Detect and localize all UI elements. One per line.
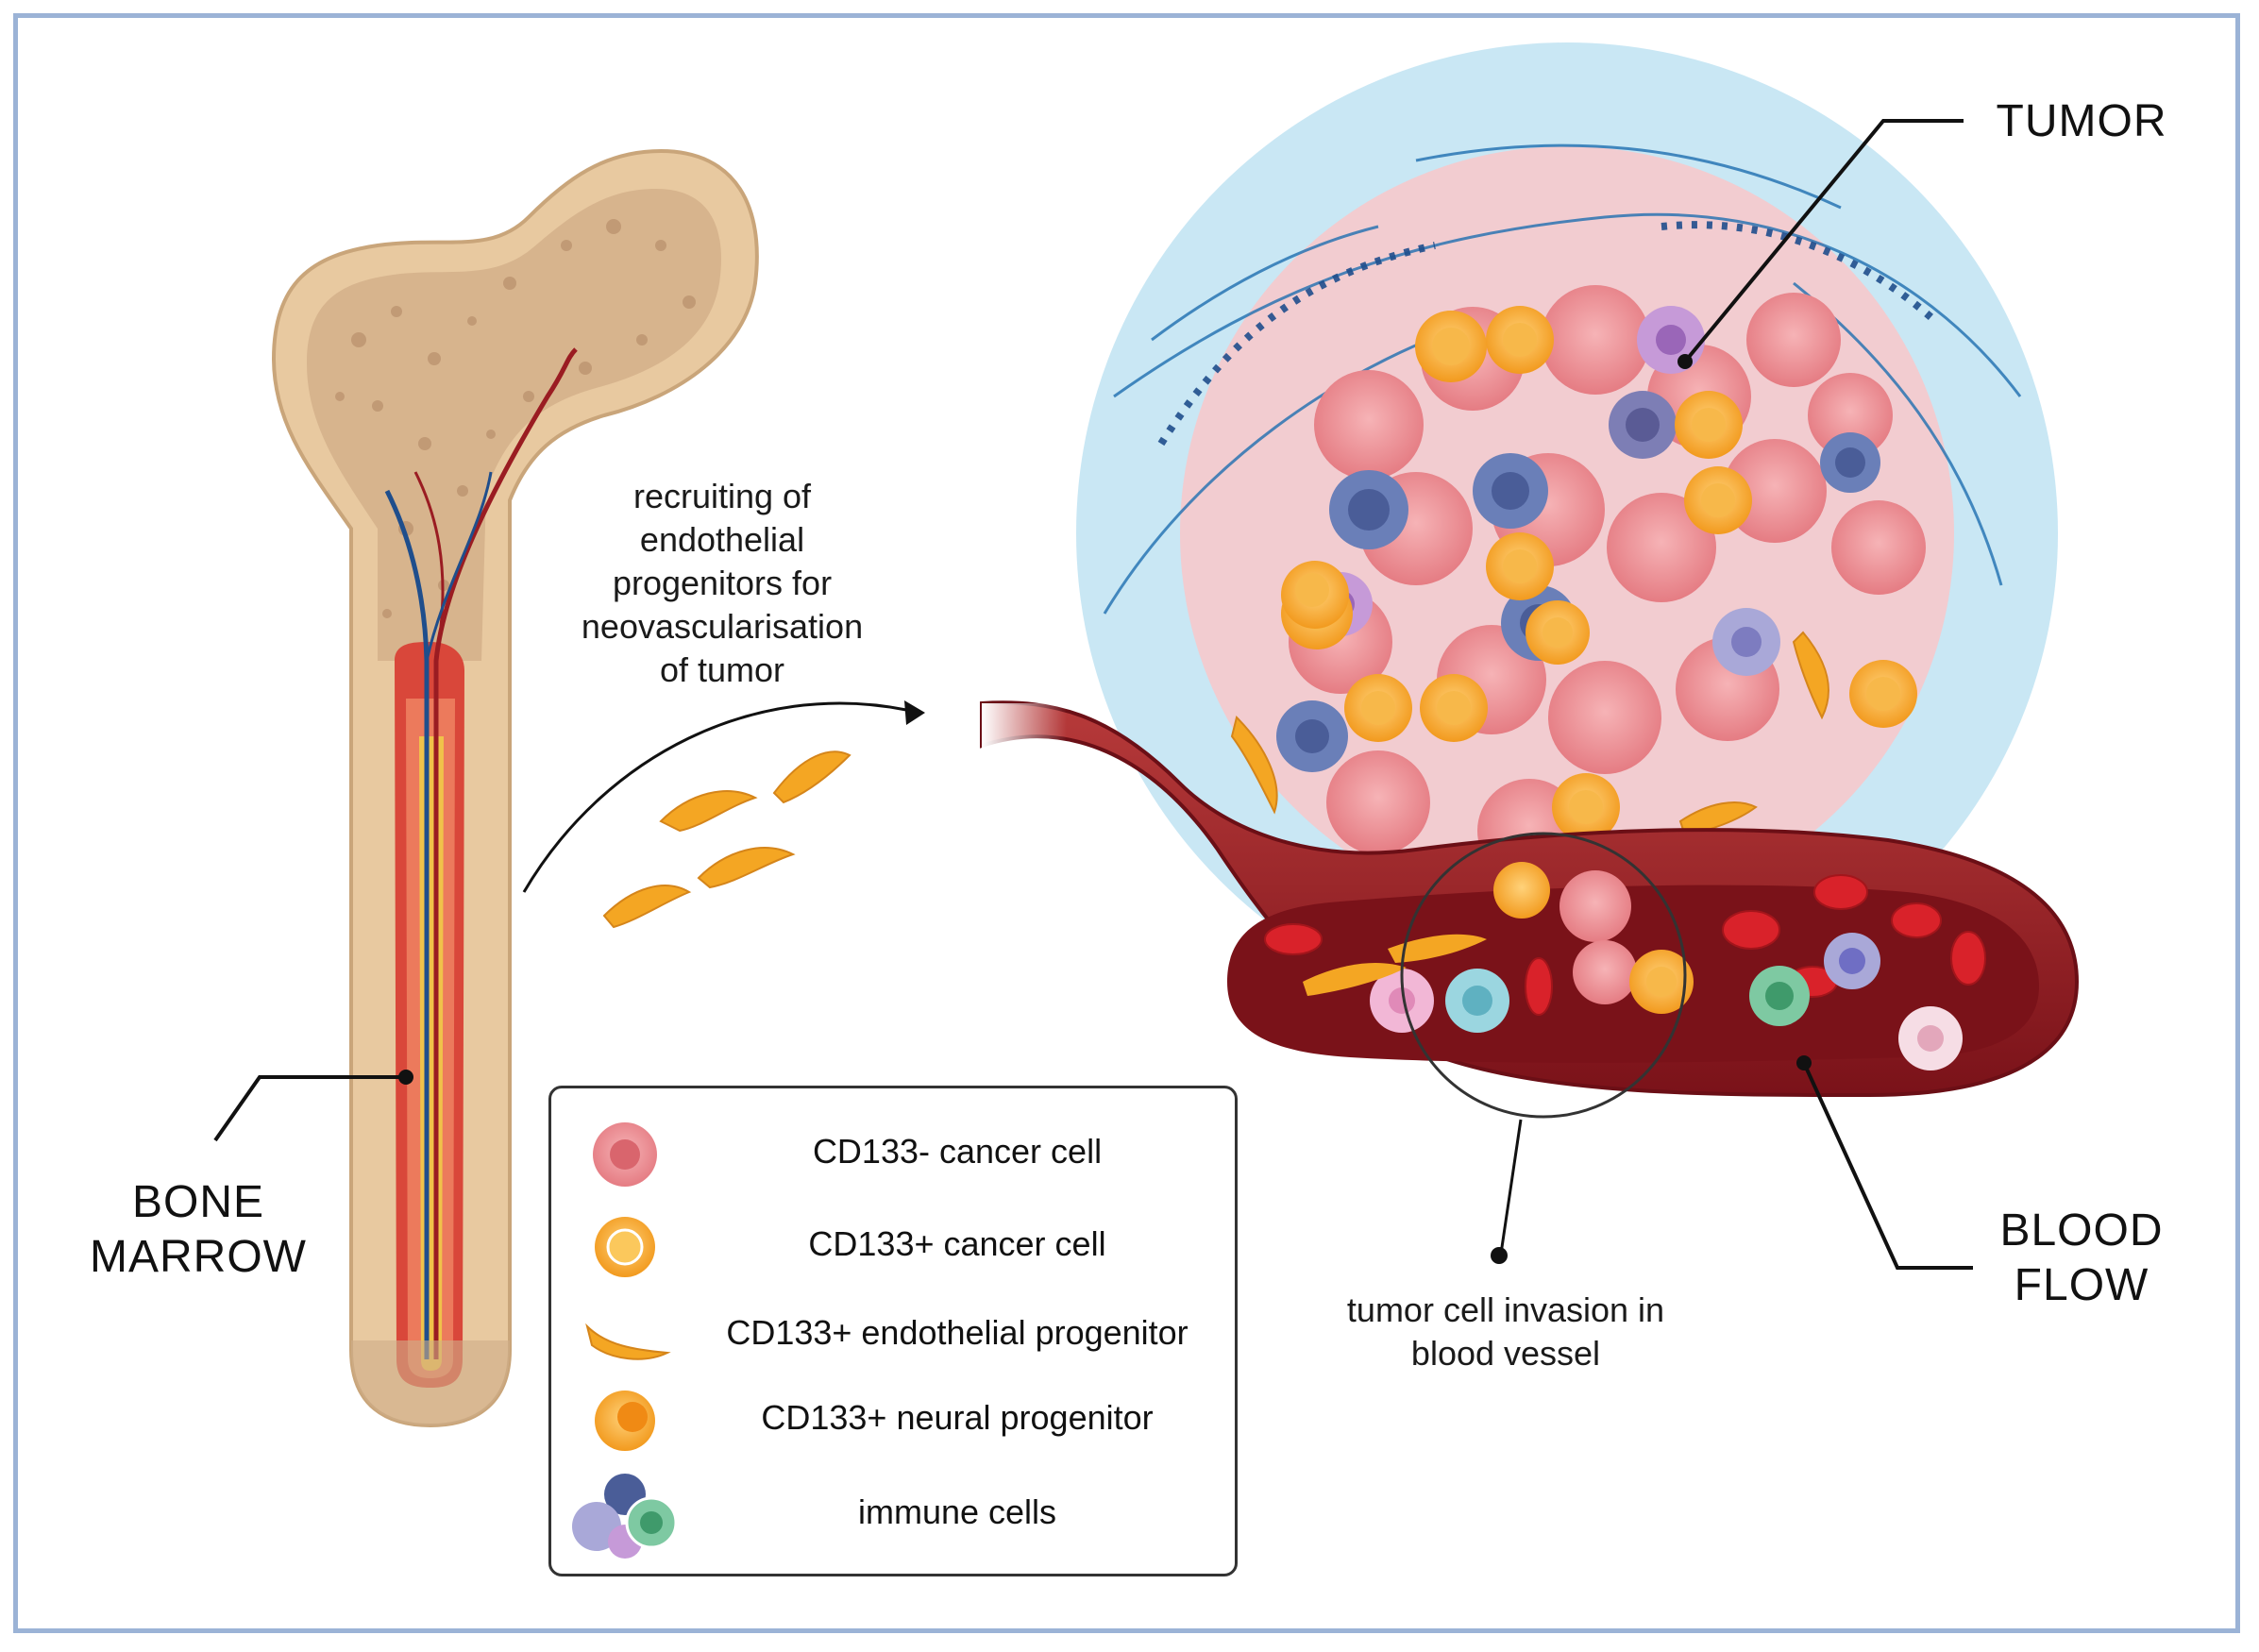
recruiting-arrow: [522, 700, 925, 893]
legend-label: CD133+ neural progenitor: [761, 1398, 1154, 1437]
legend-label: CD133+ endothelial progenitor: [726, 1313, 1189, 1352]
endothelial-progenitors-in-tumor: [1230, 631, 1829, 837]
recruiting-note-line-5: of tumor: [659, 650, 785, 689]
figure-frame: [13, 13, 2240, 1633]
invasion-highlight: [1400, 832, 1687, 1264]
legend-label: CD133+ cancer cell: [808, 1224, 1106, 1263]
blood-flow-label: BLOOD FLOW: [1968, 1204, 2195, 1313]
invasion-note-line-2: blood vessel: [1410, 1334, 1601, 1373]
legend-row: CD133+ cancer cell: [551, 1209, 1240, 1285]
legend-label: CD133- cancer cell: [812, 1132, 1103, 1171]
legend-row: CD133- cancer cell: [551, 1117, 1240, 1192]
orange-round-cell-icon: [595, 1391, 655, 1451]
recruiting-note-line-1: recruiting of: [632, 477, 812, 515]
migrating-progenitors: [602, 750, 851, 929]
blood-flow-label-line-2: FLOW: [2014, 1260, 2149, 1310]
invasion-note: tumor cell invasion in blood vessel: [1293, 1289, 1718, 1375]
bone-marrow-label-line-2: MARROW: [90, 1232, 307, 1282]
legend-label: immune cells: [857, 1492, 1057, 1531]
invasion-note-line-1: tumor cell invasion in: [1346, 1290, 1665, 1329]
femur-bone: [271, 148, 759, 1428]
tumor-label: TUMOR: [1996, 96, 2167, 146]
orange-ringed-cell-icon: [595, 1217, 655, 1277]
bone-marrow-label-line-1: BONE: [131, 1177, 265, 1227]
pink-spiky-cell-icon: [593, 1122, 657, 1187]
legend-row: CD133+ endothelial progenitor: [551, 1298, 1240, 1374]
tumor-pointer: [1677, 119, 1964, 369]
recruiting-note-line-4: neovascularisation: [581, 607, 864, 646]
red-blood-cells: [1264, 874, 1986, 1016]
spindle-cell-icon: [585, 1323, 671, 1360]
legend-row: immune cells: [551, 1474, 1240, 1559]
bone-marrow-label: BONE MARROW: [57, 1175, 340, 1285]
blood-flow-label-line-1: BLOOD: [1999, 1205, 2164, 1256]
bone-marrow-pointer: [213, 1070, 413, 1142]
legend: CD133- cancer cell CD133+ cancer cell CD…: [548, 1086, 1238, 1576]
cd133-positive-cancer-cells: [1281, 306, 1917, 922]
blood-flow-pointer: [1796, 1055, 1973, 1270]
legend-row: CD133+ neural progenitor: [551, 1383, 1240, 1458]
invading-tumor-cells: [1303, 862, 1694, 1014]
immune-cluster-icon: [572, 1474, 678, 1559]
recruiting-note-line-3: progenitors for: [612, 564, 833, 602]
tumor-mass: [1076, 42, 2058, 1024]
blood-vessel: [980, 700, 2080, 1098]
recruiting-note: recruiting of endothelial progenitors fo…: [538, 475, 906, 692]
circulating-immune-cells: [1370, 933, 1963, 1070]
recruiting-note-line-2: endothelial: [639, 520, 805, 559]
